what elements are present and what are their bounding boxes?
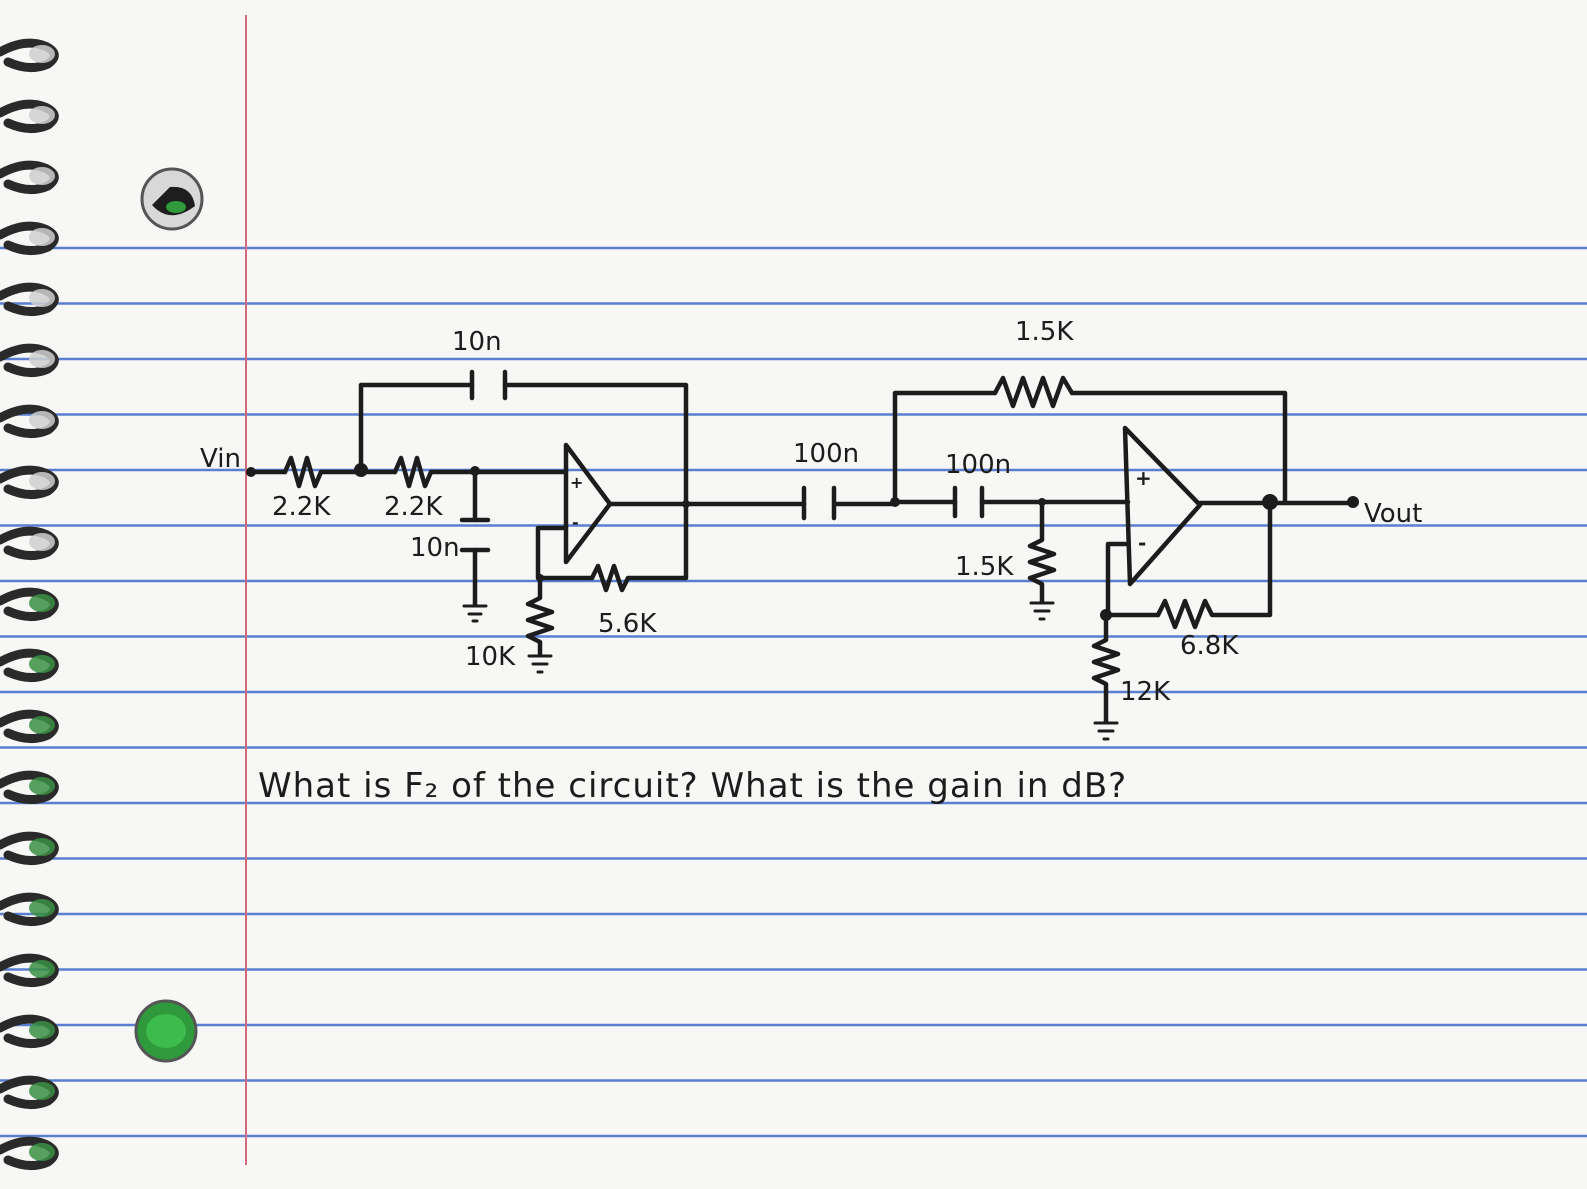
r-ground1-label: 10K: [465, 642, 516, 672]
r-top-resistor: [992, 375, 1075, 409]
r-ground1-resistor: [525, 575, 555, 658]
opamp1-triangle: [563, 442, 613, 565]
spiral-hole: [29, 655, 55, 673]
c-feedback-wire: [358, 382, 689, 508]
spiral-hole: [29, 777, 55, 795]
spiral-hole: [29, 228, 55, 246]
spiral-hole: [29, 1021, 55, 1039]
r-in2-label: 2.2K: [384, 492, 443, 522]
binder-hole-top: [140, 167, 204, 231]
r-in1-resistor: [282, 455, 324, 489]
r-ground2-symbol: [1093, 721, 1119, 741]
opamp1-minus: -: [572, 513, 579, 532]
spiral-binding: [0, 38, 59, 1170]
spiral-hole: [29, 350, 55, 368]
c-feedback-label: 10n: [452, 327, 502, 357]
opamp1-inv-wire: [535, 525, 595, 581]
c-ground-label: 10n: [410, 533, 460, 563]
vout-label: Vout: [1364, 499, 1422, 529]
r-ground2-label: 12K: [1120, 677, 1171, 707]
spiral-hole: [29, 106, 55, 124]
spiral-hole: [29, 1082, 55, 1100]
vin-label: Vin: [200, 444, 241, 474]
opamp1-plus: +: [570, 473, 583, 492]
r-shunt-resistor: [1027, 499, 1057, 605]
c-series-capacitor: [952, 485, 985, 519]
ruled-lines: [0, 246, 1587, 1138]
r-shunt-label: 1.5K: [955, 552, 1014, 582]
spiral-hole: [29, 716, 55, 734]
r-feedback1-label: 5.6K: [598, 609, 657, 639]
r-top-wire: [892, 390, 1288, 505]
circuit-diagram: Vin 2.2K 2.2K 10n 10n + - 5.6K: [200, 317, 1422, 741]
spiral-hole: [29, 167, 55, 185]
spiral-hole: [29, 1143, 55, 1161]
spiral-hole: [29, 899, 55, 917]
r-feedback2-label: 6.8K: [1180, 631, 1239, 661]
vout-terminal: [1347, 496, 1359, 508]
c-series-label: 100n: [945, 450, 1011, 480]
r-ground1-symbol: [527, 654, 553, 674]
c-ground-capacitor: [459, 517, 491, 553]
opamp2-plus: +: [1135, 466, 1152, 490]
c-ground-symbol: [462, 604, 488, 623]
question-text: What is F₂ of the circuit? What is the g…: [258, 766, 1127, 806]
spiral-hole: [29, 411, 55, 429]
c-feedback-capacitor: [469, 369, 508, 401]
spiral-hole: [29, 45, 55, 63]
r-top-label: 1.5K: [1015, 317, 1074, 347]
opamp2-triangle: [1122, 425, 1203, 587]
r-feedback1-resistor: [589, 501, 689, 593]
spiral-hole: [29, 289, 55, 307]
spiral-hole: [29, 594, 55, 612]
r-ground2-resistor: [1091, 612, 1121, 725]
r-in1-label: 2.2K: [272, 492, 331, 522]
r-feedback2-resistor: [1155, 499, 1273, 630]
spiral-hole: [29, 472, 55, 490]
spiral-hole: [29, 960, 55, 978]
opamp2-inv-wire: [1105, 541, 1161, 618]
coupling-cap-label: 100n: [793, 439, 859, 469]
binder-hole-bottom: [134, 999, 198, 1063]
opamp2-minus: -: [1138, 531, 1146, 555]
spiral-hole: [29, 838, 55, 856]
r-in2-resistor: [392, 455, 434, 489]
r-shunt-ground: [1029, 601, 1055, 621]
spiral-hole: [29, 533, 55, 551]
